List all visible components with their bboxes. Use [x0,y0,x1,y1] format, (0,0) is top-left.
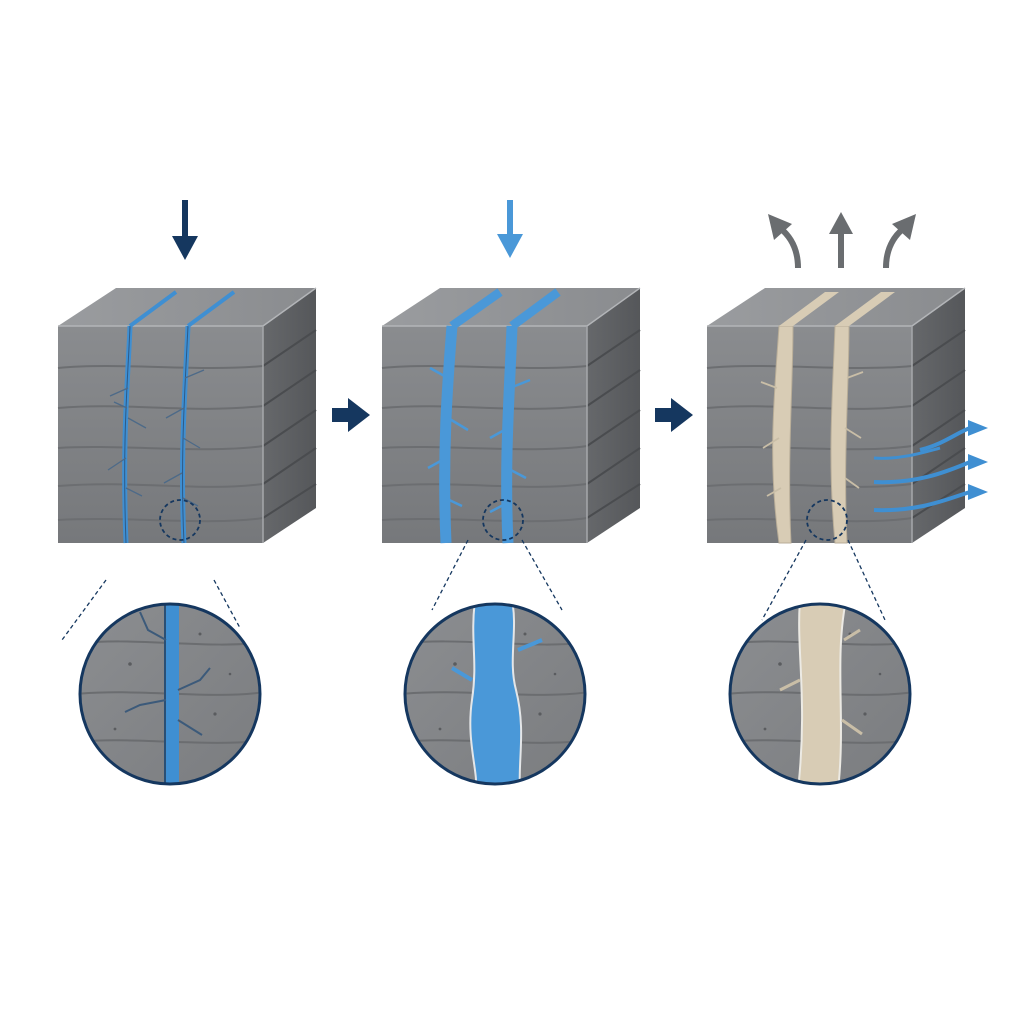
stage-2-rock-block [381,287,641,544]
stage-1-panel [57,200,317,786]
stage-2-input-arrow [497,200,523,258]
stage-3-output-arrows-up [768,212,916,269]
stage-1-input-arrow [172,200,198,260]
stage-3-output-arrows-side [873,420,988,513]
flow-arrow-1 [332,398,370,432]
stage-2-panel [381,200,641,786]
stage-1-rock-block [57,287,317,544]
stage-3-magnified-lens [728,602,912,786]
stage-3-rock-block [706,287,966,544]
stage-3-panel [706,212,988,786]
stage-2-magnified-lens [403,602,587,786]
stage-1-magnified-lens [78,602,262,786]
flow-arrow-2 [655,398,693,432]
